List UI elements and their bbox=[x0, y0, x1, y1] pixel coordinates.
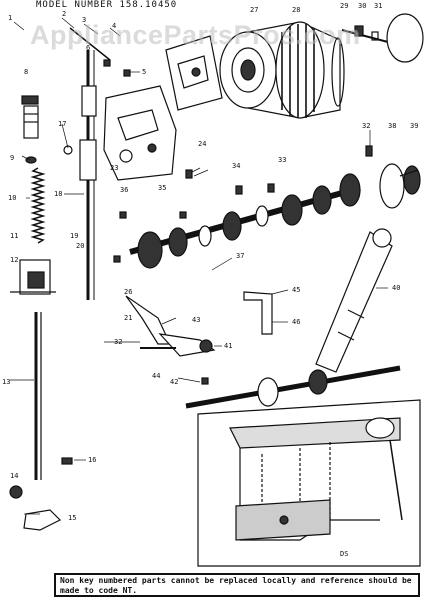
callout-13: 13 bbox=[2, 378, 10, 386]
callout-46: 46 bbox=[292, 318, 300, 326]
callout-45: 45 bbox=[292, 286, 300, 294]
callout-26: 26 bbox=[124, 288, 132, 296]
callout-12: 12 bbox=[10, 256, 18, 264]
callout-32-upper: 32 bbox=[362, 122, 370, 130]
main-crankshaft bbox=[129, 163, 405, 269]
callout-39: 39 bbox=[410, 122, 418, 130]
callout-labels: 1 2 3 4 5 6 8 9 10 11 12 13 14 15 16 17 … bbox=[2, 2, 418, 558]
set-screw bbox=[61, 457, 73, 465]
callout-11: 11 bbox=[10, 232, 18, 240]
handwheel-shaft bbox=[341, 13, 424, 63]
presser-bar-bracket bbox=[10, 259, 56, 295]
callout-2: 2 bbox=[62, 10, 66, 18]
callout-17: 17 bbox=[58, 120, 66, 128]
callout-9: 9 bbox=[10, 154, 14, 162]
callout-31: 31 bbox=[374, 2, 382, 10]
callout-5: 5 bbox=[142, 68, 146, 76]
callout-4: 4 bbox=[112, 22, 116, 30]
small-screws bbox=[103, 59, 373, 385]
connecting-rod bbox=[315, 228, 393, 373]
callout-21: 21 bbox=[124, 314, 132, 322]
presser-bar bbox=[34, 312, 42, 480]
tension-stud bbox=[21, 95, 39, 164]
callout-6: 6 bbox=[86, 44, 90, 52]
callout-16: 16 bbox=[88, 456, 96, 464]
drive-pulley-drum bbox=[219, 21, 345, 119]
callout-3: 3 bbox=[82, 16, 86, 24]
callout-28: 28 bbox=[292, 6, 300, 14]
callout-42: 42 bbox=[170, 378, 178, 386]
footer-note-box: Non key numbered parts cannot be replace… bbox=[54, 573, 420, 597]
callout-35: 35 bbox=[158, 184, 166, 192]
callout-20: 20 bbox=[76, 242, 84, 250]
take-up-lever-panel bbox=[103, 85, 177, 181]
callout-27: 27 bbox=[250, 6, 258, 14]
callout-19: 19 bbox=[70, 232, 78, 240]
thread-guide-bracket bbox=[165, 35, 223, 111]
presser-foot bbox=[23, 509, 62, 531]
callout-23: 23 bbox=[110, 164, 118, 172]
callout-40: 40 bbox=[392, 284, 400, 292]
callout-34: 34 bbox=[232, 162, 240, 170]
callout-43: 43 bbox=[192, 316, 200, 324]
callout-24: 24 bbox=[198, 140, 206, 148]
callout-18: 18 bbox=[54, 190, 62, 198]
callout-14: 14 bbox=[10, 472, 18, 480]
model-number-label: MODEL NUMBER 158.10450 bbox=[36, 0, 178, 10]
callout-29: 29 bbox=[340, 2, 348, 10]
callout-36: 36 bbox=[120, 186, 128, 194]
inset-label: DS bbox=[340, 550, 348, 558]
presser-knob bbox=[9, 485, 23, 499]
feed-lever bbox=[125, 295, 216, 357]
callout-8: 8 bbox=[24, 68, 28, 76]
callout-44: 44 bbox=[152, 372, 160, 380]
machine-frame-inset bbox=[197, 399, 421, 567]
callout-33: 33 bbox=[278, 156, 286, 164]
callout-32-lower: 32 bbox=[114, 338, 122, 346]
callout-30: 30 bbox=[358, 2, 366, 10]
rear-bushing bbox=[399, 165, 421, 195]
callout-37: 37 bbox=[236, 252, 244, 260]
callout-41: 41 bbox=[224, 342, 232, 350]
leader-lines bbox=[10, 17, 388, 515]
callout-15: 15 bbox=[68, 514, 76, 522]
feed-bracket bbox=[243, 291, 273, 335]
needle-bar-assembly bbox=[63, 27, 111, 300]
callout-10: 10 bbox=[8, 194, 16, 202]
callout-38: 38 bbox=[388, 122, 396, 130]
lower-shaft bbox=[185, 365, 401, 409]
spring bbox=[30, 167, 46, 244]
callout-1: 1 bbox=[8, 14, 12, 22]
